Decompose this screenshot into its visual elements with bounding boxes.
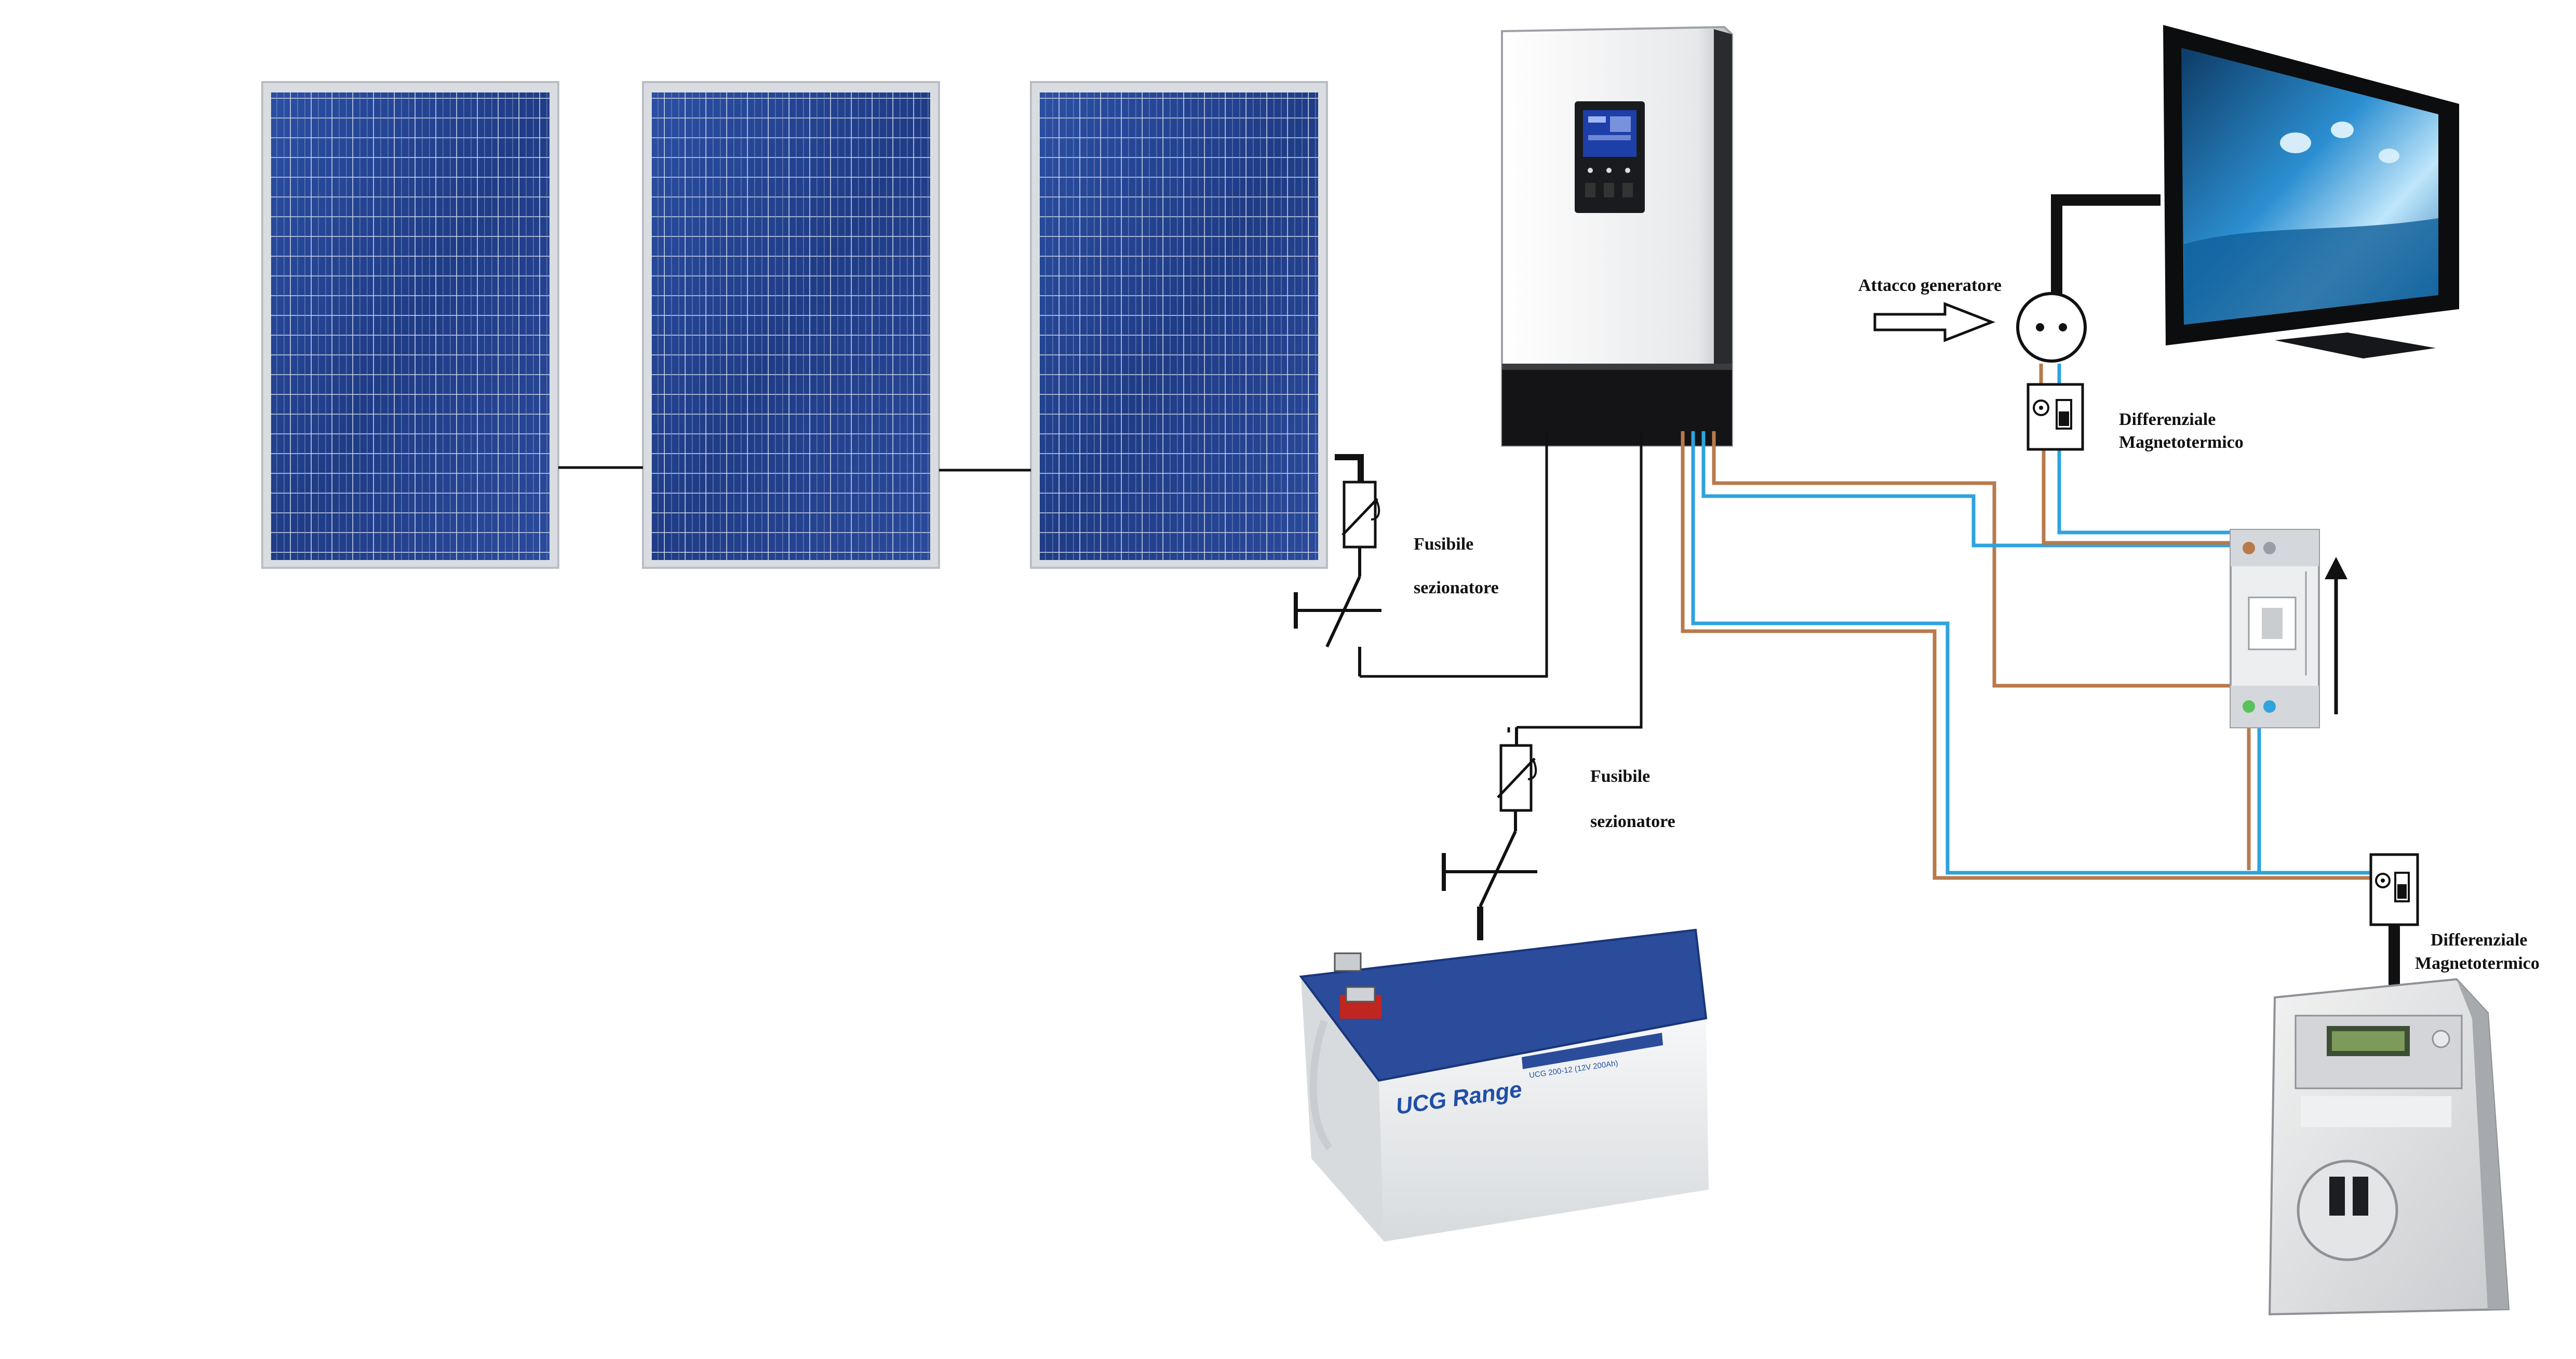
- solar-panel-icon: [1030, 81, 1328, 569]
- solar-panel-icon: [261, 81, 559, 569]
- socket-icon: [2016, 292, 2087, 363]
- energy-meter: [2268, 978, 2510, 1316]
- generator-inlet: Attacco generatore: [1858, 276, 2087, 363]
- rcbo-breaker-icon: [2369, 853, 2419, 926]
- fuse-icon: [1341, 481, 1380, 549]
- generator-inlet-label: Attacco generatore: [1858, 276, 2002, 295]
- panel-interconnect-wires: [558, 466, 1031, 472]
- ac-wiring: [1681, 364, 2379, 880]
- solar-panel-icon: [642, 81, 940, 569]
- solar-panel-3: [1030, 81, 1328, 569]
- battery-fuse-disconnector: [1442, 727, 1537, 940]
- rcbo-bottom-label-2: Magnetotermico: [2415, 954, 2540, 973]
- battery-disconnector-label: sezionatore: [1590, 812, 1675, 831]
- battery-icon: [1299, 928, 1709, 1242]
- pv-fuse-label: Fusibile: [1414, 535, 1473, 554]
- rcbo-bottom-label-1: Differenziale: [2431, 930, 2527, 950]
- inverter-icon: [1501, 25, 1733, 447]
- solar-panel-2: [642, 81, 940, 569]
- rcbo-top-label-1: Differenziale: [2119, 410, 2216, 429]
- disconnector-switch-icon: [1442, 830, 1537, 908]
- rcbo-breaker-icon: [2027, 383, 2084, 451]
- dc-wiring: [1360, 431, 1643, 732]
- changeover-switch: [2230, 529, 2347, 728]
- arrow-up-icon: [2325, 557, 2347, 714]
- pv-disconnector-label: sezionatore: [1414, 578, 1499, 597]
- television-icon: [2051, 25, 2459, 358]
- hybrid-inverter: [1501, 25, 1733, 447]
- changeover-switch-icon: [2230, 529, 2320, 728]
- pv-fuse-disconnector: [1294, 454, 1381, 676]
- fuse-icon: [1497, 744, 1537, 812]
- television: [2051, 25, 2459, 358]
- rcbo-top: Differenziale Magnetotermico: [2027, 383, 2244, 452]
- rcbo-top-label-2: Magnetotermico: [2119, 433, 2244, 452]
- solar-panel-1: [261, 81, 559, 569]
- arrow-right-icon: [1873, 302, 1995, 342]
- disconnector-switch-icon: [1294, 576, 1381, 648]
- rcbo-bottom: Differenziale Magnetotermico: [2369, 853, 2540, 995]
- battery: UCG Range UCG 200-12 (12V 200Ah): [1299, 928, 1709, 1242]
- battery-fuse-label: Fusibile: [1590, 767, 1650, 786]
- energy-meter-icon: [2268, 978, 2510, 1316]
